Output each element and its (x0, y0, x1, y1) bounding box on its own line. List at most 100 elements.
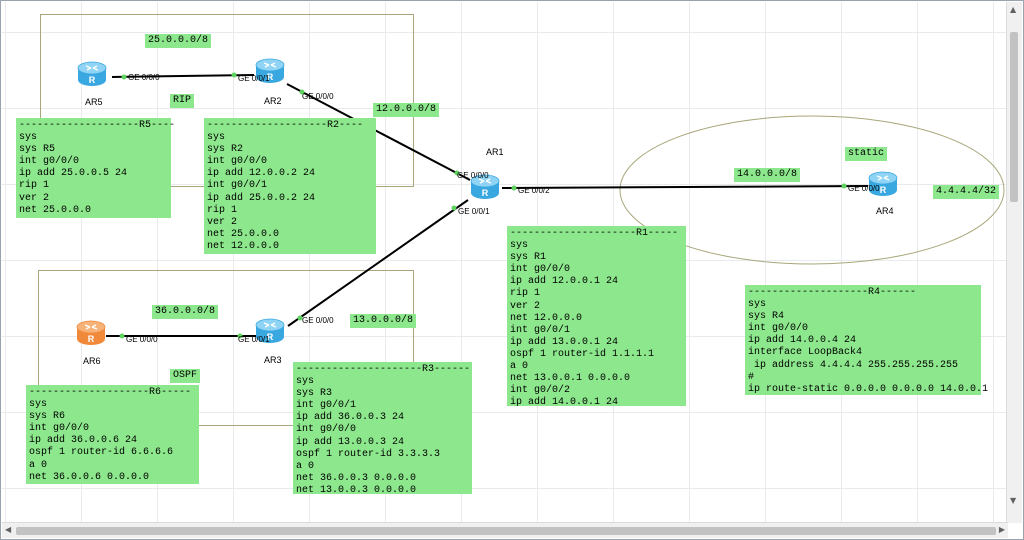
iface-ar2-g000: GE 0/0/0 (302, 92, 334, 101)
config-line: interface LoopBack4 (748, 347, 863, 359)
config-line: ip add 13.0.0.3 24 (296, 436, 405, 448)
config-line: ver 2 (207, 216, 238, 228)
link-ar1-ar4[interactable] (501, 185, 869, 189)
network-12-label: 12.0.0.0/8 (373, 103, 440, 117)
config-line: sys (296, 376, 315, 388)
network-14-label: 14.0.0.0/8 (734, 168, 801, 182)
iface-ar1-g001: GE 0/0/1 (458, 207, 490, 216)
config-line: int g0/0/0 (296, 424, 357, 436)
network-25-label: 25.0.0.0/8 (145, 34, 212, 48)
iface-ar1-g002: GE 0/0/2 (518, 186, 550, 195)
router-ar5-label: AR5 (85, 97, 103, 107)
config-line: ip add 36.0.0.6 24 (29, 435, 138, 447)
config-line: a 0 (296, 460, 315, 472)
config-line: sys R2 (207, 144, 244, 156)
config-line: int g0/0/1 (207, 180, 268, 192)
svg-text:R: R (880, 185, 887, 195)
network-13-label: 13.0.0.0/8 (350, 314, 417, 328)
config-line: sys R4 (748, 311, 785, 323)
config-line: net 36.0.0.6 0.0.0.0 (29, 471, 150, 483)
config-line: net 13.0.0.1 0.0.0.0 (510, 373, 631, 385)
scroll-left-arrow-icon[interactable]: ◀ (5, 525, 12, 534)
config-line: ip address 4.4.4.4 255.255.255.255 (748, 359, 959, 371)
svg-text:R: R (267, 332, 274, 342)
iface-ar1-g000: GE 0/0/0 (457, 171, 489, 180)
port-dot (451, 205, 457, 211)
port-dot (297, 315, 303, 321)
config-line: int g0/0/0 (207, 156, 268, 168)
vertical-scroll-thumb[interactable] (1010, 32, 1018, 202)
network-4-label: 4.4.4.4/32 (933, 185, 1000, 199)
config-line: sys R1 (510, 252, 547, 264)
link-ar5-ar2[interactable] (111, 74, 255, 78)
config-line: int g0/0/0 (748, 323, 809, 335)
config-line: a 0 (29, 459, 48, 471)
config-line: int g0/0/0 (29, 423, 90, 435)
port-dot (841, 183, 847, 189)
ospf-area-boundary (38, 270, 414, 426)
config-line: rip 1 (207, 204, 238, 216)
config-line: ip add 12.0.0.1 24 (510, 276, 619, 288)
rip-area-label: RIP (170, 94, 195, 108)
config-line: ip add 13.0.0.1 24 (510, 336, 619, 348)
config-line: a 0 (510, 361, 529, 373)
config-line: sys (19, 132, 38, 144)
scroll-up-arrow-icon[interactable]: ▲ (1010, 5, 1017, 14)
config-line: int g0/0/0 (510, 264, 571, 276)
link-ar2-ar1[interactable] (286, 83, 471, 181)
config-line: ip add 36.0.0.3 24 (296, 412, 405, 424)
config-line: sys (29, 399, 48, 411)
config-line: net 25.0.0.0 (19, 204, 92, 216)
config-line: ospf 1 router-id 6.6.6.6 (29, 447, 174, 459)
router-ar4-icon[interactable]: R (868, 171, 898, 197)
config-line: net 36.0.0.3 0.0.0.0 (296, 472, 417, 484)
vertical-scrollbar[interactable]: ▲ ▼ (1006, 2, 1022, 523)
svg-text:R: R (88, 334, 95, 344)
config-line: sys R5 (19, 144, 56, 156)
config-line: ip route-static 0.0.0.0 0.0.0.0 14.0.0.1 (748, 383, 989, 395)
router-ar3-icon[interactable]: R (255, 318, 285, 344)
router-ar6-icon[interactable]: R (76, 320, 106, 346)
svg-text:R: R (89, 75, 96, 85)
config-line: --------------------R6----- (29, 387, 192, 398)
router-ar1-icon[interactable]: R (470, 174, 500, 200)
svg-text:R: R (482, 188, 489, 198)
config-line: ospf 1 router-id 1.1.1.1 (510, 348, 655, 360)
router-ar5-icon[interactable]: R (77, 61, 107, 87)
static-area-boundary (619, 115, 1005, 265)
router-ar4-label: AR4 (876, 206, 894, 216)
config-line: ip add 14.0.0.4 24 (748, 335, 857, 347)
link-ar3-ar1[interactable] (287, 199, 469, 327)
config-line: ip add 25.0.0.2 24 (207, 192, 316, 204)
config-line: int g0/0/1 (296, 400, 357, 412)
config-line: sys R3 (296, 388, 333, 400)
port-dot (454, 170, 460, 176)
scroll-right-arrow-icon[interactable]: ▶ (998, 525, 1005, 534)
router-ar2-icon[interactable]: R (255, 58, 285, 84)
links-layer (106, 72, 1005, 339)
config-line: sys R6 (29, 411, 66, 423)
config-line: int g0/0/2 (510, 385, 571, 397)
config-line: net 25.0.0.0 (207, 228, 280, 240)
config-line: ip add 12.0.0.2 24 (207, 168, 316, 180)
horizontal-scroll-thumb[interactable] (16, 527, 996, 535)
config-line: int g0/0/0 (19, 156, 80, 168)
config-line: # (748, 371, 755, 383)
ospf-area-label: OSPF (170, 369, 201, 383)
port-dot (299, 89, 305, 95)
config-line: net 12.0.0.0 (207, 240, 280, 252)
scroll-down-arrow-icon[interactable]: ▼ (1010, 496, 1017, 505)
port-dot (121, 74, 127, 80)
router-ar6-label: AR6 (83, 356, 101, 366)
iface-ar4-g000: GE 0/0/0 (848, 184, 880, 193)
topology-canvas[interactable]: R R R R R R AR5 AR2 AR1 AR4 AR6 AR3 GE 0… (2, 2, 1008, 523)
horizontal-scrollbar[interactable]: ◀ ▶ (2, 522, 1008, 538)
config-line: ---------------------R3------ (296, 364, 471, 375)
